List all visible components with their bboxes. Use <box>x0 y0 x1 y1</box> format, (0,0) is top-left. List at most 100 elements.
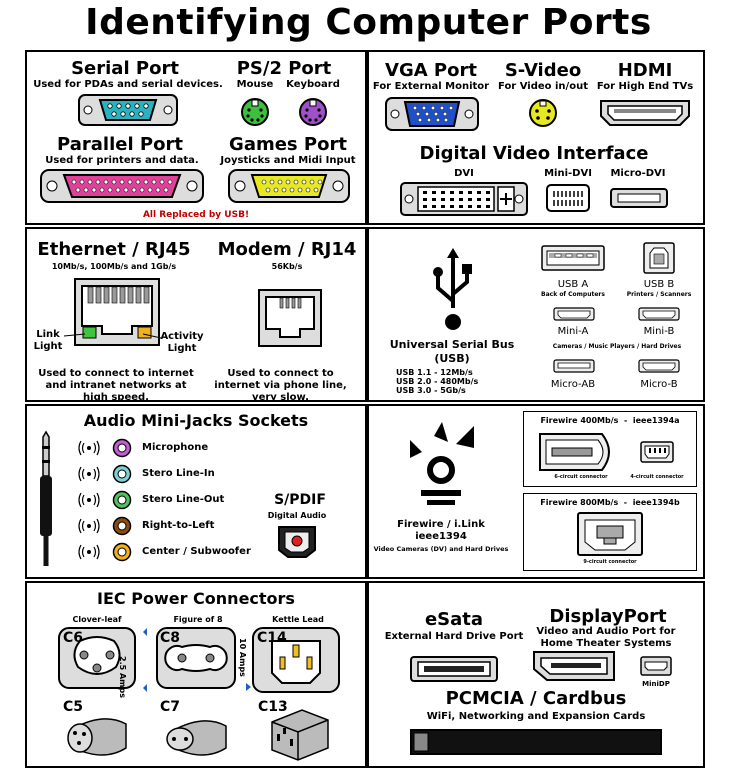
modem-title: Modem / RJ14 <box>217 239 357 260</box>
usb-micro-b-label: Micro-B <box>640 379 678 390</box>
parallel-port-title: Parallel Port <box>57 134 183 155</box>
vga-port-title: VGA Port <box>385 60 477 81</box>
c6-socket-icon <box>58 627 136 689</box>
usb-trident-icon <box>433 248 472 330</box>
ethernet-title: Ethernet / RJ45 <box>37 239 191 260</box>
audio-jack-label: Microphone <box>142 442 209 453</box>
svideo-desc: For Video in/out <box>498 81 588 92</box>
audio-jack-socket-icon <box>112 516 132 536</box>
games-port-icon <box>228 169 350 203</box>
modem-speed: 56Kb/s <box>271 262 303 271</box>
usb-mini-a-label: Mini-A <box>557 326 589 337</box>
usb-micro-b-icon <box>638 359 680 373</box>
games-port-title: Games Port <box>229 134 347 155</box>
spdif-icon <box>278 526 316 558</box>
displayport-title: DisplayPort <box>549 606 667 627</box>
c5-plug-icon <box>67 718 127 756</box>
hdmi-title: HDMI <box>617 60 673 81</box>
firewire-desc: Video Cameras (DV) and Hard Drives <box>373 545 509 553</box>
fw800-title: Firewire 800Mb/s - ieee1394b <box>540 498 680 507</box>
c8-socket-icon <box>156 627 236 689</box>
usb-title: Universal Serial Bus (USB) <box>389 338 515 365</box>
usb-b-sublabel: Printers / Scanners <box>626 291 692 298</box>
games-port-desc: Joysticks and Midi Input <box>220 155 356 166</box>
replaced-by-usb-note: All Replaced by USB! <box>142 210 250 220</box>
usb-micro-ab-icon <box>553 359 595 373</box>
pcmcia-desc: WiFi, Networking and Expansion Cards <box>426 711 646 722</box>
audio-jack-label: Stero Line-In <box>142 468 215 479</box>
usb-speed-2: USB 2.0 - 480Mb/s <box>396 377 479 386</box>
ps2-mouse-label: Mouse <box>236 79 274 90</box>
link-light-label: Link Light <box>33 329 63 352</box>
usb-b-icon <box>643 242 675 274</box>
ps2-port-title: PS/2 Port <box>236 58 332 79</box>
esata-desc: External Hard Drive Port <box>384 631 524 642</box>
serial-port-desc: Used for PDAs and serial devices. <box>33 79 223 90</box>
audio-jack-socket-icon <box>112 542 132 562</box>
audio-jack-socket-icon <box>112 490 132 510</box>
svideo-title: S-Video <box>504 60 582 81</box>
c6-label: C6 <box>63 630 84 646</box>
usb-speed-1: USB 1.1 - 12Mb/s <box>396 368 473 377</box>
usb-speed-3: USB 3.0 - 5Gb/s <box>396 386 466 395</box>
fw400-title: Firewire 400Mb/s - ieee1394a <box>540 416 680 425</box>
figure8-label: Figure of 8 <box>173 615 223 624</box>
parallel-port-desc: Used for printers and data. <box>45 155 199 166</box>
ethernet-desc: Used to connect to internet and intranet… <box>38 368 194 403</box>
fw400-4pin-icon <box>640 441 674 463</box>
dvi-section-title: Digital Video Interface <box>419 143 649 164</box>
fw800-9pin-icon <box>577 512 643 556</box>
c8-label: C8 <box>160 630 181 646</box>
c13-plug-icon <box>271 709 329 761</box>
usb-mini-b-icon <box>638 307 680 321</box>
mini-displayport-label: MiniDP <box>642 680 670 688</box>
svideo-icon <box>529 99 557 127</box>
spdif-title: S/PDIF <box>274 492 326 508</box>
c7-label: C7 <box>160 699 181 715</box>
kettle-label: Kettle Lead <box>272 615 324 624</box>
micro-dvi-icon <box>610 188 668 208</box>
displayport-icon <box>533 651 615 681</box>
serial-port-icon <box>78 94 178 126</box>
pcmcia-title: PCMCIA / Cardbus <box>445 688 627 709</box>
modem-desc: Used to connect to internet via phone li… <box>214 368 347 403</box>
firewire-title: Firewire / i.Link <box>397 519 485 530</box>
hdmi-desc: For High End TVs <box>596 81 694 92</box>
sound-wave-icon <box>78 544 100 560</box>
sound-wave-icon <box>78 466 100 482</box>
usb-a-sublabel: Back of Computers <box>541 291 605 298</box>
ps2-keyboard-icon <box>299 98 327 126</box>
vga-port-icon <box>385 97 479 131</box>
fw400-6pin-icon <box>539 433 610 471</box>
mini-displayport-icon <box>640 656 672 676</box>
sound-wave-icon <box>78 440 100 456</box>
firewire-subtitle: ieee1394 <box>415 531 467 542</box>
amps-arrows <box>143 628 251 692</box>
ethernet-speeds: 10Mb/s, 100Mb/s and 1Gb/s <box>51 262 177 271</box>
dvi-label: DVI <box>454 168 474 179</box>
audio-jack-label: Right-to-Left <box>142 520 215 531</box>
c5-label: C5 <box>63 699 84 715</box>
mini-dvi-icon <box>546 184 590 212</box>
page-title: Identifying Computer Ports <box>85 2 652 43</box>
ps2-mouse-icon <box>241 98 269 126</box>
fw400-4pin-label: 4-circuit connector <box>630 474 684 480</box>
power-title: IEC Power Connectors <box>97 589 295 608</box>
amps-10-label: 10 Amps <box>238 638 247 677</box>
audio-plug-icon <box>40 430 52 566</box>
amps-2-5-label: 2.5 Amps <box>118 656 127 698</box>
sound-wave-icon <box>78 492 100 508</box>
modem-port-icon <box>258 289 322 347</box>
fw400-6pin-label: 6-circuit connector <box>554 474 608 480</box>
ps2-keyboard-label: Keyboard <box>286 79 340 90</box>
sound-wave-icon <box>78 518 100 534</box>
parallel-port-icon <box>40 169 204 203</box>
c7-plug-icon <box>166 720 227 756</box>
usb-b-label: USB B <box>643 279 675 290</box>
hdmi-icon <box>600 100 690 126</box>
mini-dvi-label: Mini-DVI <box>544 168 592 179</box>
serial-port-title: Serial Port <box>71 58 179 79</box>
firewire-logo-icon <box>410 422 474 505</box>
usb-micro-ab-label: Micro-AB <box>550 379 596 390</box>
dvi-icon <box>400 182 528 216</box>
